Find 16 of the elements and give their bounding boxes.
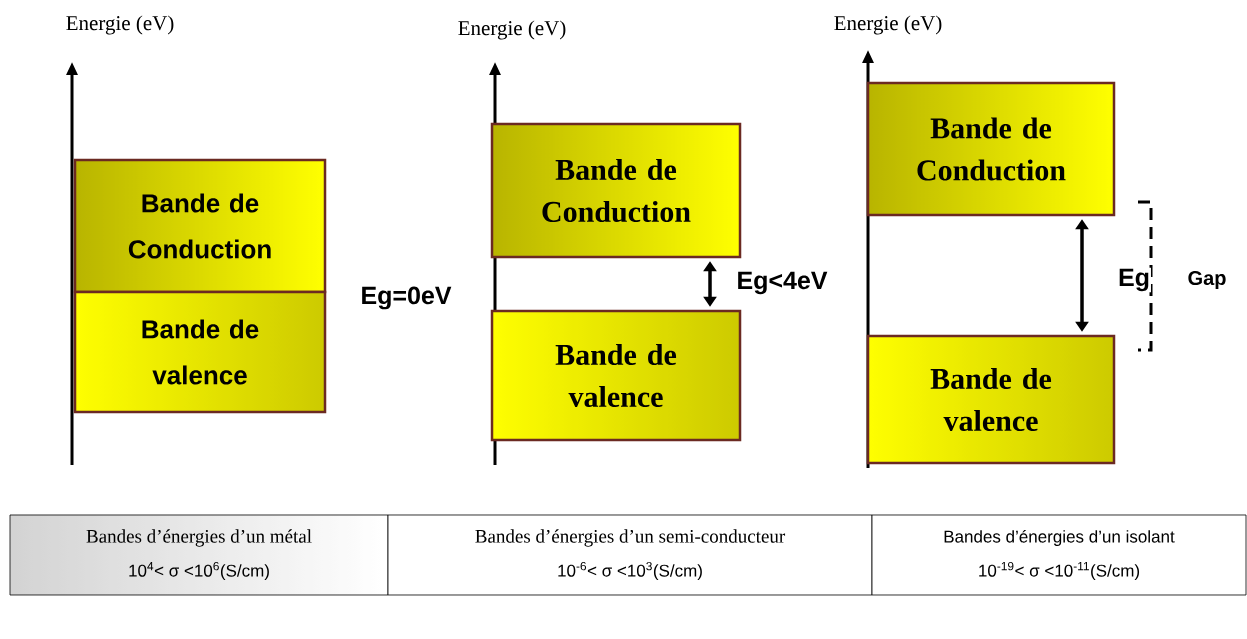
axis-label: Energie (eV) xyxy=(66,15,174,35)
gap-label: Gap xyxy=(1188,270,1226,290)
edge-label: Eg xyxy=(1117,267,1151,293)
axis-label: Energie (eV) xyxy=(458,20,566,40)
axis-label: Energie (eV) xyxy=(834,15,942,35)
table-cell: Bandes d’énergies d’un métal 10$^{4}$< σ <10$^{6}$(S/cm) xyxy=(9,514,389,596)
table-cell: Bandes d’énergies d’un semi-conducteur 10$^{-6}$< σ <10$^{3}$(S/cm) xyxy=(387,514,873,596)
band-box: Bande de Conduction xyxy=(490,122,742,259)
band-box: Bande de Conduction xyxy=(73,158,327,294)
band-box: Bande de valence xyxy=(866,334,1116,465)
band-box: Bande de valence xyxy=(73,290,327,414)
table-cell: Bandes d’énergies d’un isolant 10$^{-19}$< σ <10$^{-11}$(S/cm) xyxy=(871,514,1247,596)
band-box: Bande de Conduction xyxy=(866,81,1116,217)
edge-label: Eg<4eV xyxy=(735,270,829,296)
gap-value-label: Eg=0eV xyxy=(362,286,452,310)
band-box: Bande de valence xyxy=(490,309,742,442)
